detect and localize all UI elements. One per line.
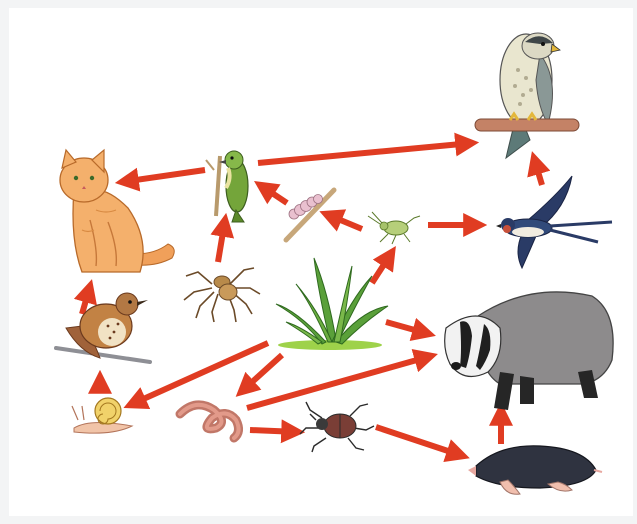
arrow-worm-to-beetle — [250, 430, 298, 432]
arrow-aphid-to-caterpillar — [326, 214, 362, 229]
arrow-grass-to-badger — [386, 322, 429, 334]
arrows-layer — [82, 143, 542, 456]
cat-icon — [60, 150, 174, 272]
arrow-grass-to-worm — [241, 355, 282, 392]
swallow-icon — [496, 176, 612, 268]
mole-icon — [468, 446, 602, 494]
arrow-caterpillar-to-green-bird — [260, 185, 287, 203]
snail-icon — [72, 398, 132, 433]
beetle-icon — [300, 402, 374, 452]
aphid-icon — [368, 212, 420, 244]
green-bird-icon — [206, 151, 248, 222]
hawk-icon — [475, 33, 579, 158]
grass-plant-icon — [276, 258, 388, 350]
arrow-green-bird-to-hawk — [258, 143, 472, 163]
thrush-icon — [56, 293, 150, 362]
arrow-beetle-to-mole — [376, 427, 463, 456]
earthworm-icon — [180, 405, 239, 438]
food-web-diagram — [9, 8, 633, 516]
arrow-spider-to-green-bird — [218, 220, 225, 262]
arrow-grass-to-aphid — [372, 252, 392, 283]
arrow-grass-to-snail — [130, 343, 268, 405]
spider-icon — [184, 268, 260, 322]
badger-icon — [445, 292, 613, 410]
arrow-green-bird-to-cat — [122, 170, 205, 182]
arrow-swallow-to-hawk — [534, 158, 542, 185]
